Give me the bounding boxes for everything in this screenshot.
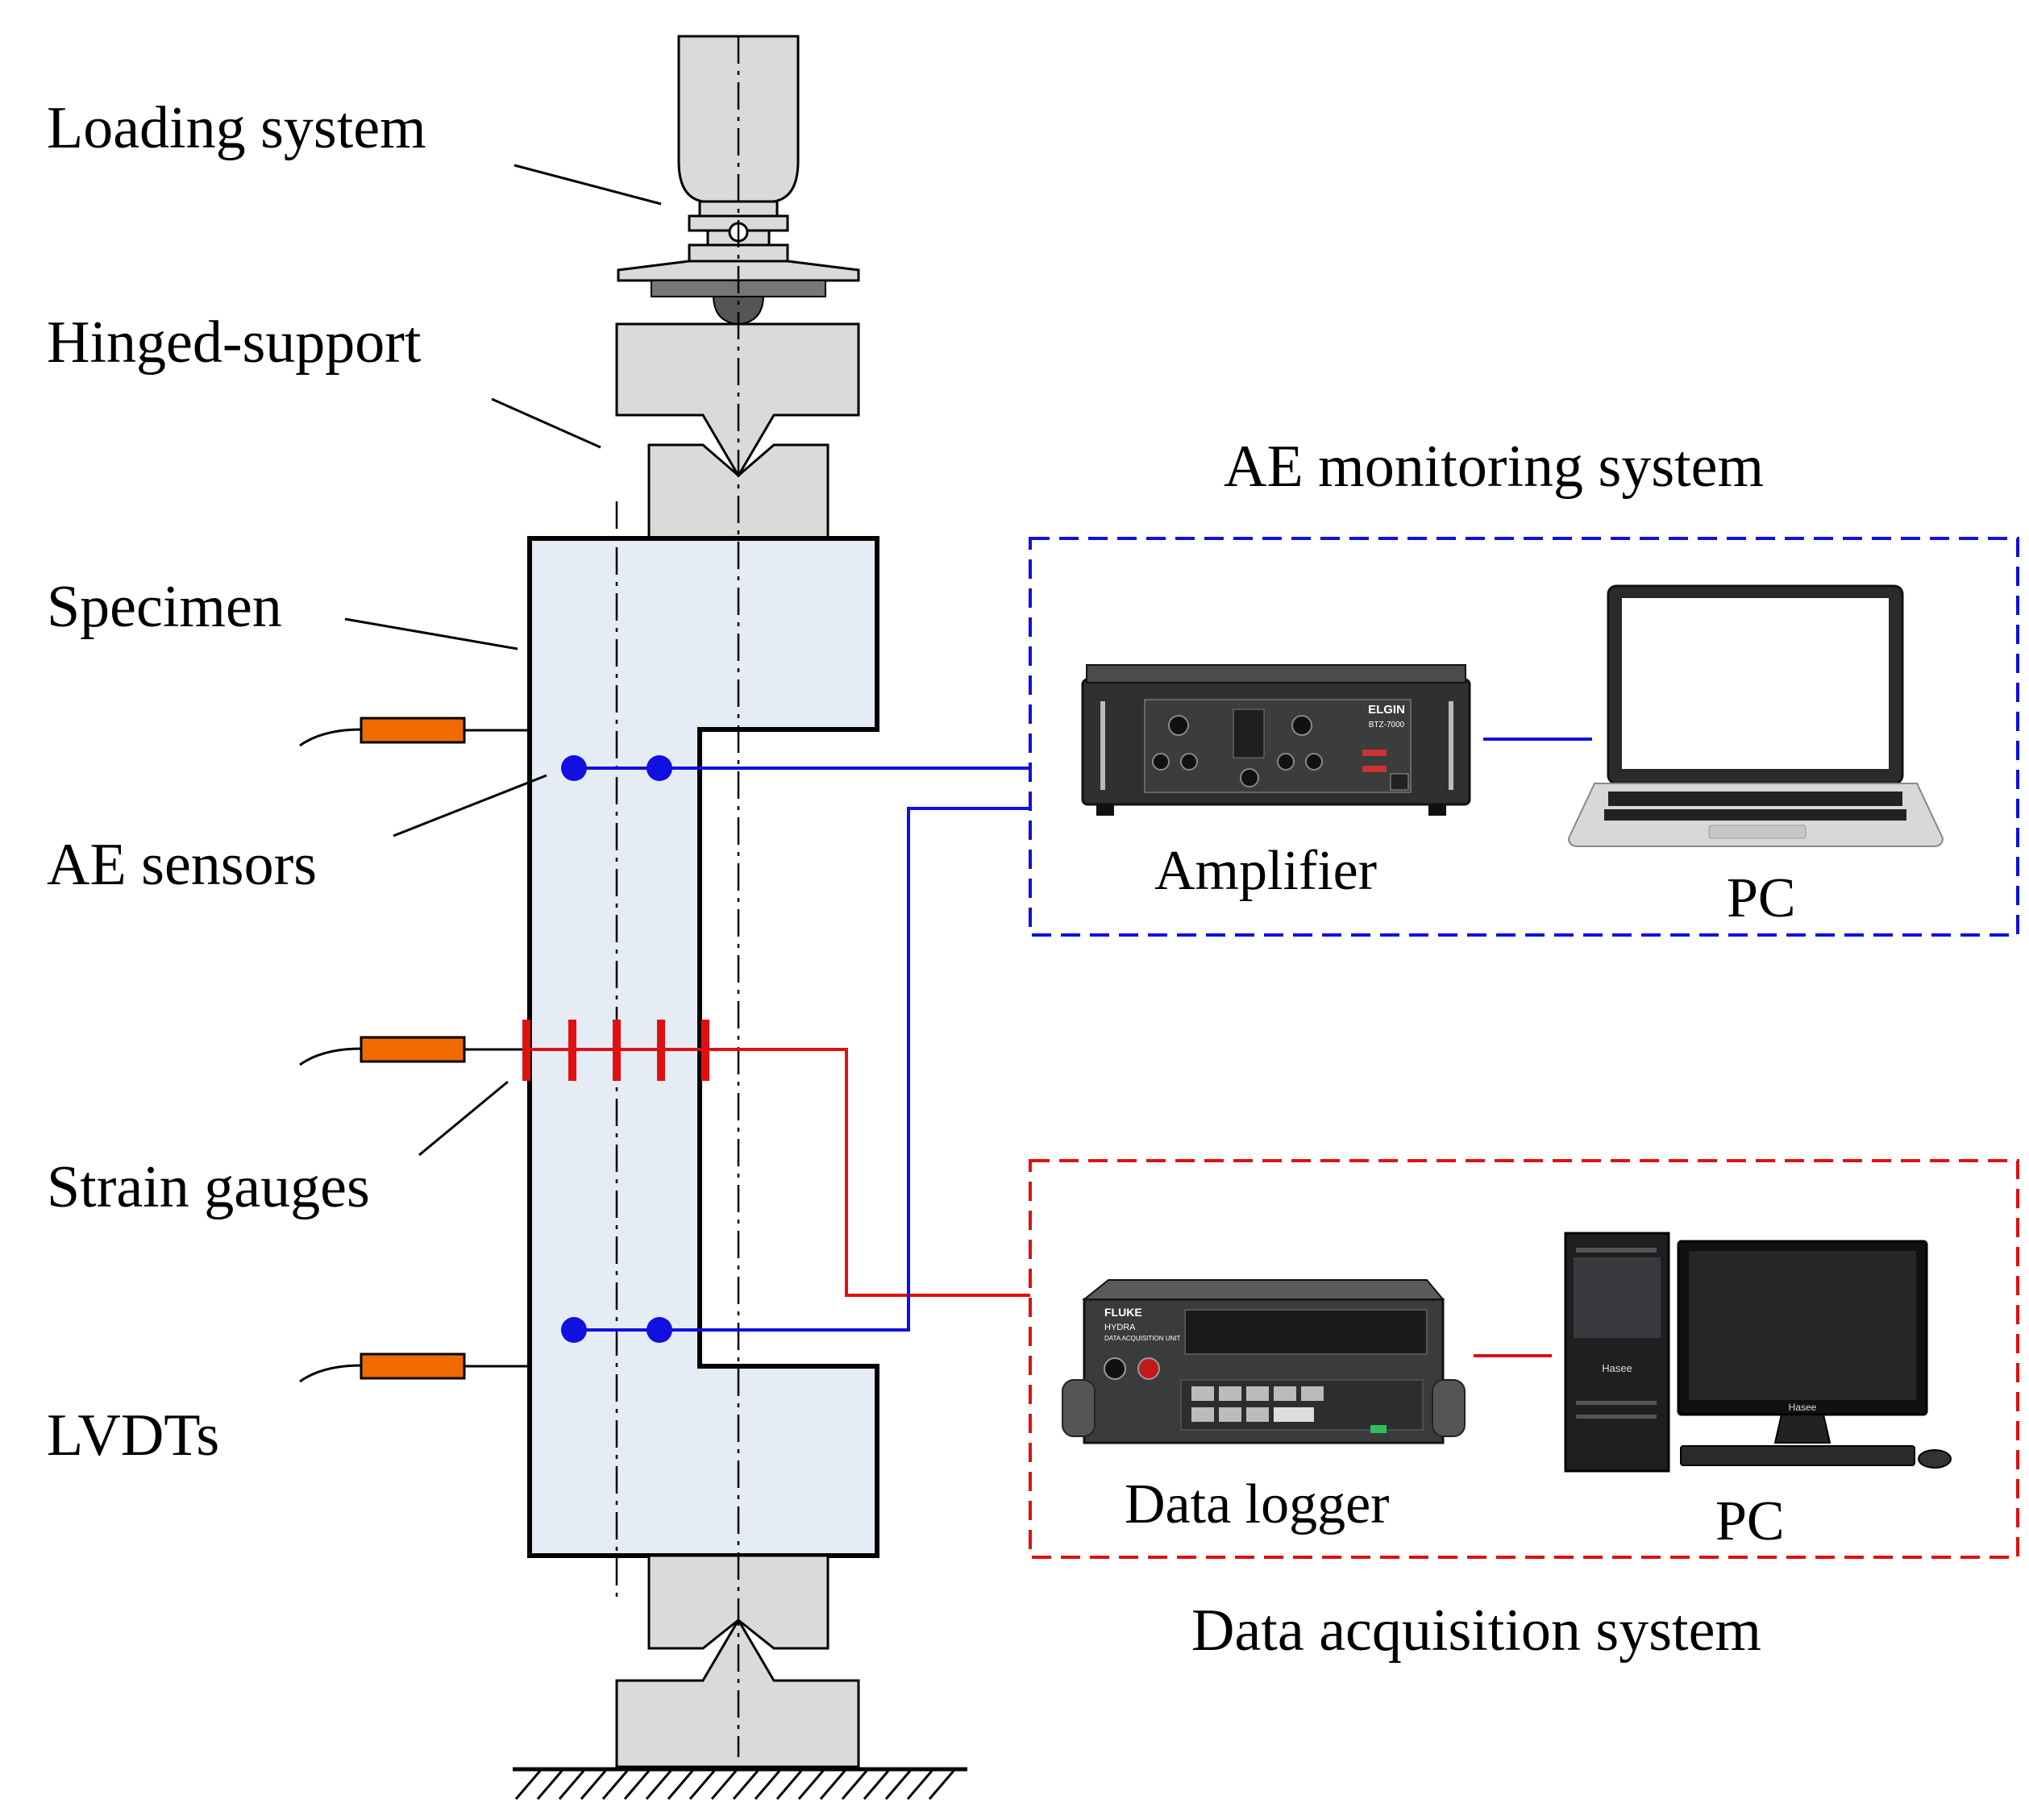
strain-gauge-wiring — [700, 1048, 1552, 1357]
strain-gauge — [613, 1020, 621, 1081]
label-strain-gauges: Strain gauges — [47, 1154, 370, 1220]
strain-gauges — [522, 1020, 709, 1081]
ground-hatch-line — [645, 1770, 672, 1800]
amplifier-icon — [1081, 664, 1471, 816]
desktop-tower-brand: Hasee — [1602, 1362, 1632, 1374]
ae-system-box — [1029, 537, 2019, 937]
ground-hatch-line — [863, 1770, 890, 1800]
ground-hatch-line — [623, 1770, 651, 1800]
desktop-pc-icon — [1564, 1232, 1952, 1473]
amplifier-label: Amplifier — [1154, 840, 1378, 902]
amplifier-brand: ELGIN — [1368, 703, 1405, 717]
data-logger-caption: DATA ACQUISITION UNIT — [1104, 1335, 1180, 1342]
ground-hatch-line — [841, 1770, 868, 1800]
ae-sensor — [647, 755, 672, 781]
leader-lines — [344, 164, 662, 1157]
label-ae-sensors: AE sensors — [47, 832, 318, 898]
laptop-pc-icon — [1567, 584, 1944, 847]
ground-hatch-line — [688, 1770, 716, 1800]
ground-hatch-line — [732, 1770, 759, 1800]
amplifier-model: BTZ-7000 — [1369, 721, 1405, 729]
ae-sensor — [561, 755, 587, 781]
daq-system-title: Data acquisition system — [1191, 1598, 1761, 1664]
daq-pc-label: PC — [1715, 1490, 1785, 1552]
strain-gauge — [522, 1020, 530, 1081]
data-logger-brand: FLUKE — [1104, 1306, 1142, 1319]
data-logger-icon — [1062, 1279, 1466, 1444]
data-logger-model: HYDRA — [1104, 1323, 1136, 1332]
lvdt-bottom — [299, 1353, 530, 1383]
ae-system-title: AE monitoring system — [1224, 434, 1765, 500]
label-hinged-support: Hinged-support — [47, 310, 422, 376]
lvdt-top — [299, 717, 530, 747]
ground-hatch-line — [797, 1770, 825, 1800]
lvdt-middle — [299, 1036, 524, 1066]
ground-hatch-line — [819, 1770, 846, 1800]
label-loading-system: Loading system — [47, 95, 426, 161]
ground-hatch-line — [928, 1770, 955, 1800]
ae-sensor-wiring — [574, 738, 1592, 1332]
ground-hatch-line — [514, 1770, 542, 1800]
strain-gauge — [701, 1020, 709, 1081]
ground-hatch-line — [754, 1770, 781, 1800]
ground-hatch-line — [601, 1770, 629, 1800]
label-specimen: Specimen — [47, 574, 282, 640]
ae-sensor — [561, 1317, 587, 1343]
ground-hatch-line — [558, 1770, 585, 1800]
ae-pc-label: PC — [1727, 867, 1796, 929]
ground-hatch-line — [906, 1770, 933, 1800]
ground-hatch-line — [580, 1770, 607, 1800]
ground-hatch-line — [536, 1770, 563, 1800]
ground-hatch-line — [775, 1770, 803, 1800]
strain-gauge — [568, 1020, 576, 1081]
strain-gauge — [657, 1020, 665, 1081]
daq-system-box — [1029, 1159, 2019, 1559]
data-logger-label: Data logger — [1125, 1473, 1390, 1535]
ground-hatch-line — [710, 1770, 738, 1800]
label-lvdts: LVDTs — [47, 1402, 220, 1469]
desktop-monitor-brand: Hasee — [1789, 1402, 1817, 1413]
ae-sensor — [647, 1317, 672, 1343]
ground-hatch-line — [884, 1770, 912, 1800]
ground-icon — [513, 1767, 967, 1800]
ground-hatch-line — [667, 1770, 694, 1800]
ae-sensors — [561, 755, 672, 1343]
